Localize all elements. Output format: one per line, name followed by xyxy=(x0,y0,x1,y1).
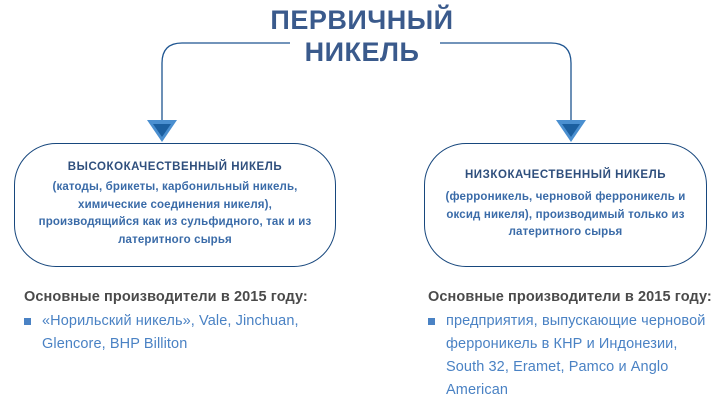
node-box-low-quality-content: НИЗКОКАЧЕСТВЕННЫЙ НИКЕЛЬ (ферроникель, ч… xyxy=(425,144,706,242)
node-box-low-quality-description: (ферроникель, черновой ферроникель и окс… xyxy=(445,191,686,238)
producers-heading-high-quality: Основные производители в 2015 году: xyxy=(24,289,308,305)
square-bullet-icon xyxy=(24,318,31,325)
page-title-line-1: ПЕРВИЧНЫЙ xyxy=(270,5,454,35)
node-box-low-quality-heading: НИЗКОКАЧЕСТВЕННЫЙ НИКЕЛЬ xyxy=(464,169,667,181)
node-box-high-quality-description: (катоды, брикеты, карбонильный никель, х… xyxy=(38,181,312,246)
down-arrow-icon-left xyxy=(147,120,177,142)
page-title-line-2: НИКЕЛЬ xyxy=(292,36,432,68)
list-item: «Норильский никель», Vale, Jinchuan, Gle… xyxy=(24,310,354,356)
producers-text-high-quality: «Норильский никель», Vale, Jinchuan, Gle… xyxy=(42,313,299,352)
node-box-high-quality-nickel: ВЫСОКОКАЧЕСТВЕННЫЙ НИКЕЛЬ (катоды, брике… xyxy=(14,143,336,267)
down-arrow-icon-right xyxy=(556,120,586,142)
node-box-low-quality-nickel: НИЗКОКАЧЕСТВЕННЫЙ НИКЕЛЬ (ферроникель, ч… xyxy=(424,143,707,267)
producers-column-low-quality: Основные производители в 2015 году: пред… xyxy=(428,288,718,402)
node-box-high-quality-content: ВЫСОКОКАЧЕСТВЕННЫЙ НИКЕЛЬ (катоды, брике… xyxy=(15,144,335,249)
producers-column-high-quality: Основные производители в 2015 году: «Нор… xyxy=(24,288,354,356)
producers-text-low-quality: предприятия, выпускающие черновой феррон… xyxy=(446,313,706,398)
list-item: предприятия, выпускающие черновой феррон… xyxy=(428,310,718,402)
node-box-high-quality-heading: ВЫСОКОКАЧЕСТВЕННЫЙ НИКЕЛЬ xyxy=(67,161,283,173)
square-bullet-icon xyxy=(428,318,435,325)
page-title: ПЕРВИЧНЫЙ НИКЕЛЬ xyxy=(0,4,724,68)
producers-heading-low-quality: Основные производители в 2015 году: xyxy=(428,289,712,305)
